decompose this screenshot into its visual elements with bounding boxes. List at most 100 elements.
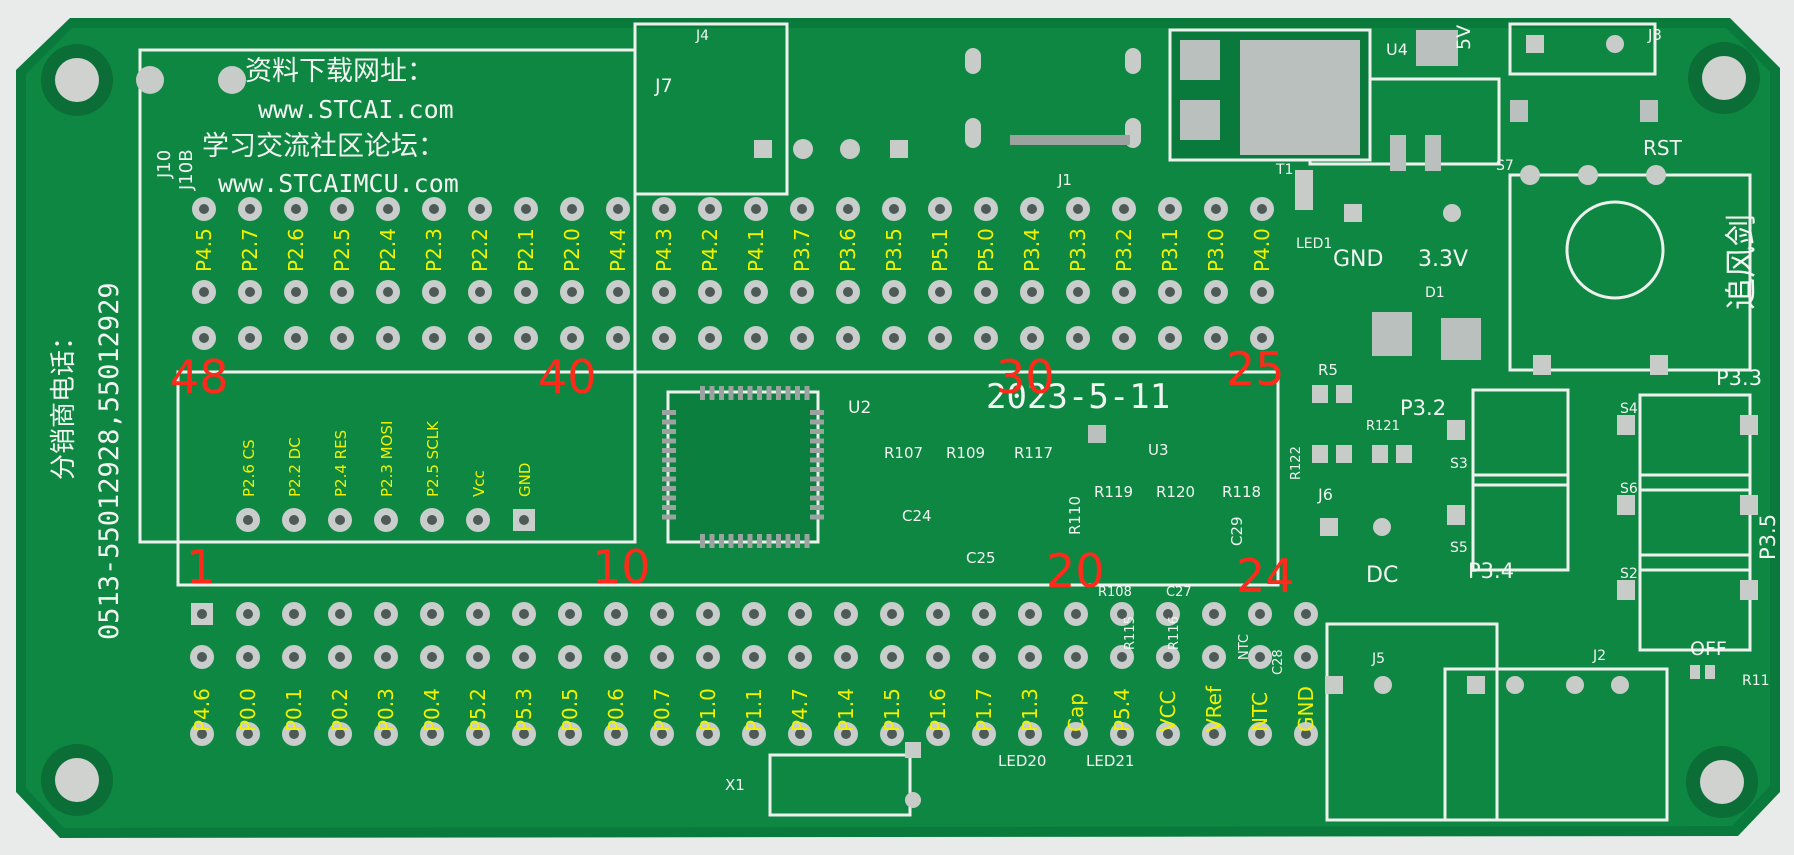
bottom-header-label: VCC <box>1156 690 1180 732</box>
designator-label: J10 <box>154 150 175 179</box>
bottom-header-label: P1.7 <box>972 688 996 732</box>
designator-label: LED21 <box>1086 752 1134 770</box>
lcd-header-label: P2.6 CS <box>240 439 258 497</box>
designator-label: R109 <box>946 444 985 462</box>
bottom-header-label: P0.5 <box>558 688 582 732</box>
top-header-label: P3.2 <box>1112 228 1136 272</box>
designator-label: J7 <box>654 75 673 97</box>
designator-label: R122 <box>1289 446 1304 480</box>
bottom-header-label: P0.0 <box>236 688 260 732</box>
designator-label: 5V <box>1453 25 1475 50</box>
top-header-label: P4.0 <box>1250 228 1274 272</box>
bottom-header-label: P0.4 <box>420 688 444 732</box>
top-pin-header <box>192 197 1274 350</box>
bottom-header-label: P0.2 <box>328 688 352 732</box>
designator-label: P3.3 <box>1716 366 1762 390</box>
top-header-label: P2.5 <box>330 228 354 272</box>
bottom-header-label: Cap <box>1064 693 1088 732</box>
bottom-header-label: P5.2 <box>466 688 490 732</box>
lcd-header-label: P2.4 RES <box>332 430 350 497</box>
bottom-header-label: P1.3 <box>1018 688 1042 732</box>
top-header-label: P3.3 <box>1066 228 1090 272</box>
designator-label: J4 <box>695 28 709 44</box>
pin-number-label: 20 <box>1046 544 1105 598</box>
top-header-label: P4.4 <box>606 228 630 272</box>
lcd-header-label: P2.2 DC <box>286 437 304 497</box>
bottom-header-label: P1.4 <box>834 688 858 732</box>
designator-label: J3 <box>1647 26 1662 44</box>
designator-label: U2 <box>848 398 871 418</box>
top-header-label: P3.1 <box>1158 228 1182 272</box>
pin-number-label: 1 <box>186 540 215 594</box>
designator-label: R121 <box>1366 419 1400 434</box>
forum-url: www.STCAIMCU.com <box>218 169 459 198</box>
top-header-label: P2.2 <box>468 228 492 272</box>
components <box>136 28 1758 808</box>
designator-label: S5 <box>1450 540 1468 556</box>
designator-label: R110 <box>1066 496 1084 535</box>
phone-block: 分销商电话： 0513-55012928,55012929 <box>49 282 125 640</box>
bottom-header-label: P4.7 <box>788 688 812 732</box>
designator-label: R118 <box>1222 483 1261 501</box>
top-header-label: P3.0 <box>1204 228 1228 272</box>
board-date: 2023-5-11 <box>986 377 1170 417</box>
designator-label: C25 <box>966 549 996 567</box>
silk-labels: 资料下载网址： www.STCAI.com 学习交流社区论坛： www.STCA… <box>49 56 1760 640</box>
designator-label: R115 <box>1123 616 1138 650</box>
designator-label: U3 <box>1148 441 1169 459</box>
designator-label: J10B <box>176 149 197 191</box>
lcd-header-label: Vcc <box>470 470 488 497</box>
silk-outlines <box>138 22 1752 822</box>
designator-label: S6 <box>1620 481 1638 497</box>
designator-label: J6 <box>1317 485 1333 504</box>
lcd-header-label: P2.3 MOSI <box>378 421 396 497</box>
bottom-header-label: P5.4 <box>1110 688 1134 732</box>
phone-number: 0513-55012928,55012929 <box>94 282 125 640</box>
designator-label: LED1 <box>1296 236 1332 252</box>
designator-label: P3.5 <box>1756 514 1780 560</box>
designator-label: DC <box>1366 563 1398 588</box>
top-header-label: P4.5 <box>192 228 216 272</box>
designator-label: R117 <box>1014 444 1053 462</box>
designator-label: RST <box>1643 136 1683 160</box>
bottom-header-label: P0.1 <box>282 688 306 732</box>
bottom-header-label: P0.7 <box>650 688 674 732</box>
designator-label: LED20 <box>998 752 1046 770</box>
bottom-header-label: P0.6 <box>604 688 628 732</box>
designator-label: U4 <box>1386 40 1408 59</box>
top-header-label: P3.6 <box>836 228 860 272</box>
designator-label: C27 <box>1166 585 1192 600</box>
top-header-label: P2.1 <box>514 228 538 272</box>
designator-label: R11 <box>1742 673 1770 689</box>
designator-label: C24 <box>902 507 932 525</box>
top-header-label: P2.0 <box>560 228 584 272</box>
bottom-header-label: VRef <box>1202 685 1226 732</box>
forum-title: 学习交流社区论坛： <box>202 131 445 162</box>
pin-number-label: 48 <box>170 350 229 404</box>
bottom-header-label: P1.1 <box>742 688 766 732</box>
pin-number-label: 30 <box>996 350 1055 404</box>
pin-number-label: 25 <box>1226 342 1285 396</box>
designator-label: S3 <box>1450 456 1468 472</box>
designator-label: R108 <box>1098 585 1132 600</box>
top-header-label: P2.6 <box>284 228 308 272</box>
designator-label: S4 <box>1620 401 1638 417</box>
designator-label: R107 <box>884 444 923 462</box>
lcd-pin-header <box>236 508 535 532</box>
url-text: www.STCAI.com <box>258 95 454 124</box>
lcd-header-label: GND <box>516 463 534 497</box>
bottom-header-label: P1.0 <box>696 688 720 732</box>
designator-label: P3.4 <box>1468 559 1514 583</box>
designator-label: J5 <box>1371 651 1385 667</box>
designator-label: J2 <box>1592 648 1606 664</box>
top-header-label: P5.1 <box>928 228 952 272</box>
top-header-label: P3.5 <box>882 228 906 272</box>
phone-label: 分销商电话： <box>49 324 79 480</box>
bottom-header-label: P5.3 <box>512 688 536 732</box>
designator-label: S2 <box>1620 566 1638 582</box>
